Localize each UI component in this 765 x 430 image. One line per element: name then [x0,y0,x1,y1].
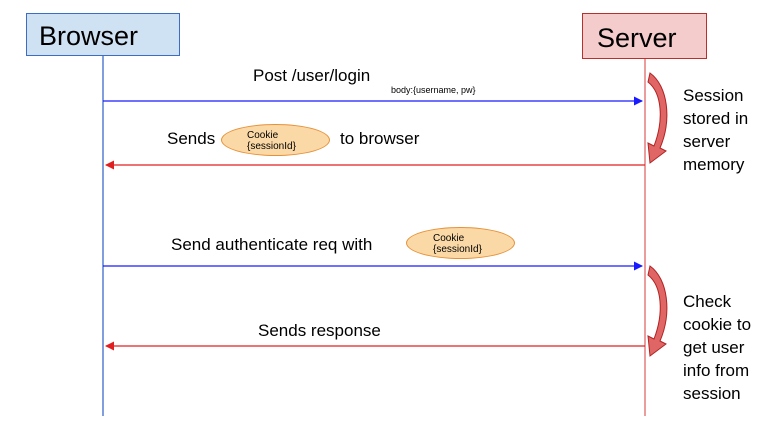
session-stored-note: Session stored in server memory [683,86,749,174]
session-store-curved-arrow [647,72,668,164]
browser-actor: Browser [26,13,180,56]
cookie-badge-auth: Cookie {sessionId} [406,227,515,259]
cookie-badge: Cookie {sessionId} [221,124,330,156]
cookie-check-curved-arrow [647,265,668,357]
sends-response-label: Sends response [258,321,381,340]
check-cookie-note: Check cookie to get user info from sessi… [683,292,752,403]
login-request-body-label: body:{username, pw} [391,85,476,95]
server-actor: Server [582,13,707,59]
login-request-label: Post /user/login [253,66,371,85]
to-browser-label: to browser [340,129,420,148]
sends-cookie-label: Sends [167,129,216,148]
auth-request-label: Send authenticate req with [171,235,373,254]
